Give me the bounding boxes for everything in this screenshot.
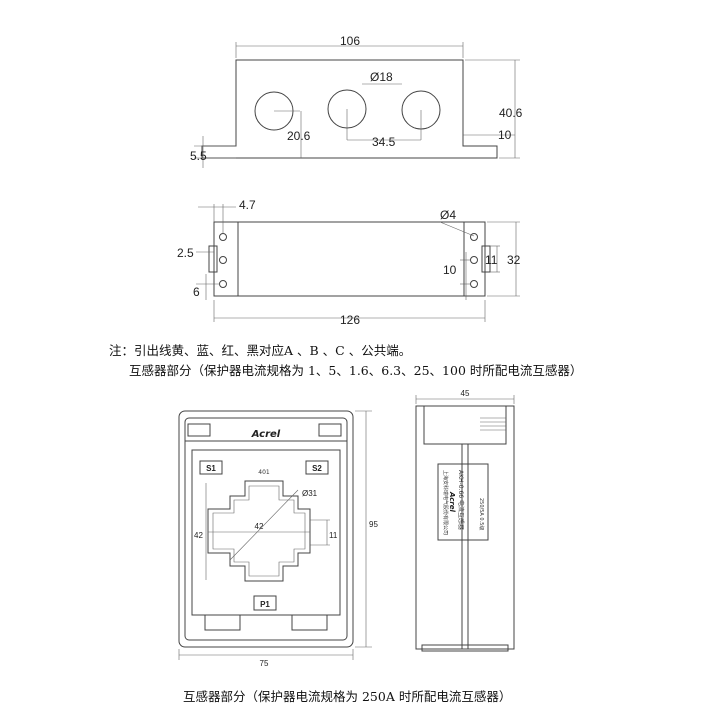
dim-side-length: 126 [340, 313, 360, 327]
dim-diagonal: Ø31 [302, 489, 318, 498]
ct-front-outer [178, 410, 354, 648]
terminal-s2-label: S2 [312, 464, 322, 473]
ct-side-brand: Acrel [448, 491, 456, 513]
ct-nameplate [437, 463, 489, 541]
note-ct-small: 互感器部分（保护器电流规格为 1、5、1.6、6.3、25、100 时所配电流互… [129, 363, 583, 378]
ct-label-spec: 250/5A 0.5级 [478, 498, 485, 530]
dim-pin-offset-left: 6 [193, 285, 200, 299]
mount-hole-left-1 [219, 233, 227, 241]
dim-ct-width: 75 [260, 659, 269, 668]
terminal-s1 [199, 460, 223, 475]
ct-front-view: Acrel S1 S2 P1 401 42 42 Ø31 11 [178, 410, 378, 668]
dim-mount-hole: Ø4 [440, 208, 456, 222]
dim-pin-offset-right: 10 [443, 263, 457, 277]
ct-front-small-text: 401 [258, 469, 270, 476]
ct-window [207, 480, 311, 582]
ct-side-view: Acrel AKH-0.66 电流互感器 上海安科瑞电气股份有限公司 250/5… [415, 389, 515, 652]
terminal-s2 [305, 460, 329, 475]
side-view-body [213, 221, 486, 297]
terminal-p1-label: P1 [260, 600, 270, 609]
dim-top-height: 40.6 [499, 106, 523, 120]
dim-ct-height: 95 [369, 520, 378, 529]
dim-ct-depth: 45 [461, 389, 470, 398]
dim-window-width: 42 [255, 522, 264, 531]
top-view-outline [201, 59, 498, 159]
dim-window-height: 42 [194, 531, 203, 540]
terminal-p1 [253, 595, 277, 611]
mount-hole-right-3 [470, 280, 478, 288]
mount-hole-right-2 [470, 256, 478, 264]
ct-label-company: 上海安科瑞电气股份有限公司 [442, 470, 449, 535]
mount-hole-left-2 [219, 256, 227, 264]
note-wiring: 注：引出线黄、蓝、红、黑对应A 、B 、C 、公共端。 [109, 343, 412, 358]
dim-flange-height: 10 [498, 128, 512, 142]
dim-pin-spacing-right: 11 [485, 253, 498, 267]
ct-side-outer [415, 405, 515, 650]
ct-front-brand: Acrel [251, 429, 281, 440]
dim-hole-dia: Ø18 [370, 70, 393, 84]
dim-base-thickness: 5.5 [190, 149, 207, 163]
dim-side-offset: 4.7 [239, 198, 256, 212]
dim-hole-pitch: 34.5 [372, 135, 396, 149]
side-view: 4.7 Ø4 32 11 10 2.5 6 126 [177, 198, 521, 327]
dim-hole-height: 20.6 [287, 129, 311, 143]
mount-hole-left-3 [219, 280, 227, 288]
ct-label-model: AKH-0.66 电流互感器 [457, 470, 465, 530]
dim-slot: 11 [329, 531, 338, 540]
dim-side-height: 32 [507, 253, 521, 267]
mount-hole-right-1 [470, 233, 478, 241]
top-view: 106 Ø18 40.6 10 20.6 34.5 5.5 [190, 34, 523, 168]
note-ct-250a: 互感器部分（保护器电流规格为 250A 时所配电流互感器） [183, 689, 512, 704]
dim-top-width: 106 [340, 34, 360, 48]
dim-pin-spacing-left: 2.5 [177, 246, 194, 260]
terminal-s1-label: S1 [206, 464, 216, 473]
